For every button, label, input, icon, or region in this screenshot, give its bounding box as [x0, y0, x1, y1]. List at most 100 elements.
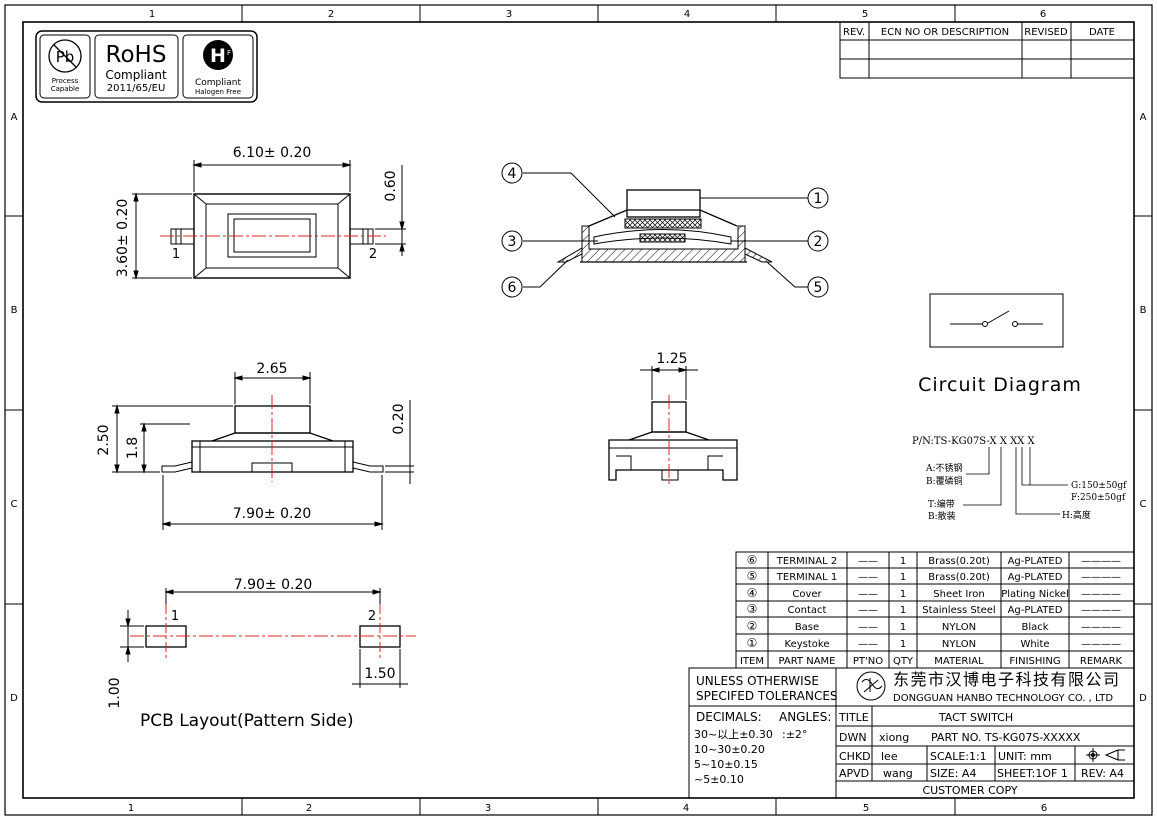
bom-cell-remark: ————	[1081, 572, 1121, 583]
col-label-1-bottom: 1	[128, 803, 134, 814]
bom-cell-name: Keystoke	[785, 639, 830, 650]
title-value: TACT SWITCH	[938, 711, 1013, 724]
bom-cell-ptno: ——	[858, 589, 878, 600]
bom-cell-item: ④	[747, 586, 758, 600]
bom-header-name: PART NAME	[778, 656, 835, 667]
col-label-2: 2	[328, 9, 334, 20]
bom-cell-name: TERMINAL 1	[776, 572, 837, 583]
bom-header-finishing: FINISHING	[1009, 656, 1060, 667]
chkd-label: CHKD	[839, 750, 871, 763]
col-label-3-bottom: 3	[485, 803, 491, 814]
col-label-4: 4	[684, 9, 690, 20]
col-label-5: 5	[862, 9, 868, 20]
side-view	[112, 372, 414, 530]
apvd-label: APVD	[839, 767, 869, 780]
decimal-tol-1: 30~以上±0.30	[694, 728, 773, 741]
unit: UNIT: mm	[998, 750, 1052, 763]
part-number: PART NO. TS-KG07S-XXXXX	[931, 731, 1081, 744]
rohs-sub: Compliant	[105, 68, 167, 82]
top-height-dim: 3.60± 0.20	[115, 199, 131, 278]
hf-letter: H	[210, 45, 226, 67]
top-pin-left: 1	[172, 247, 180, 262]
bom-header-ptno: PT'NO	[853, 656, 883, 667]
pcb-length-dim: 7.90± 0.20	[234, 577, 313, 593]
opt-b2: B:散装	[928, 510, 956, 522]
decimals-label: DECIMALS:	[696, 710, 762, 724]
row-label-c-right: C	[1140, 499, 1147, 510]
pcb-pad-width-dim: 1.50	[364, 666, 395, 682]
bom-cell-finishing: Black	[1021, 622, 1048, 633]
decimal-tol-4: ~5±0.10	[694, 773, 744, 786]
size: SIZE: A4	[930, 767, 976, 780]
ecn-header: ECN NO OR DESCRIPTION	[881, 27, 1009, 38]
bom-cell-material: NYLON	[942, 622, 976, 633]
date-header: DATE	[1089, 27, 1115, 38]
callout-4: 4	[508, 166, 517, 182]
pcb-pin-left: 1	[171, 609, 179, 624]
bom-cell-ptno: ——	[858, 622, 878, 633]
pcb-layout	[120, 588, 416, 688]
bom-header-qty: QTY	[893, 656, 914, 667]
bom-cell-remark: ————	[1081, 605, 1121, 616]
decimal-tol-2: 10~30±0.20	[694, 743, 765, 756]
bom-cell-ptno: ——	[858, 605, 878, 616]
revision-table: REV. ECN NO OR DESCRIPTION REVISED DATE	[839, 21, 1135, 79]
bom-table	[735, 551, 1135, 669]
row-label-a: A	[11, 112, 18, 123]
opt-a: A:不锈钢	[925, 462, 963, 474]
top-pin-right: 2	[369, 247, 377, 262]
projection-symbol-icon	[1086, 748, 1125, 762]
bom-cell-ptno: ——	[858, 639, 878, 650]
pcb-pad-height-dim: 1.00	[107, 677, 123, 708]
bom-cell-name: Base	[795, 622, 819, 633]
drawing-border	[4, 4, 1153, 816]
row-label-d: D	[10, 693, 18, 704]
decimal-tol-3: 5~10±0.15	[694, 758, 758, 771]
bom-cell-remark: ————	[1081, 589, 1121, 600]
hf-caption-2: Halogen Free	[195, 88, 241, 96]
revision: REV: A4	[1081, 767, 1124, 780]
col-label-3: 3	[506, 9, 512, 20]
row-label-c: C	[11, 499, 18, 510]
side-body-dim: 1.8	[125, 437, 141, 459]
circuit-diagram	[929, 293, 1064, 348]
tol-line-2: SPECIFED TOLERANCES	[696, 689, 838, 703]
col-label-4-bottom: 4	[683, 803, 689, 814]
bom-cell-finishing: Plating Nickel	[1001, 589, 1069, 600]
hf-caption-1: Compliant	[195, 78, 241, 88]
bom-cell-item: ③	[747, 602, 758, 616]
top-width-dim: 6.10± 0.20	[233, 145, 312, 161]
bom-cell-item: ⑥	[747, 553, 758, 567]
bom-cell-material: Brass(0.20t)	[928, 556, 990, 567]
apvd-value: wang	[883, 767, 913, 780]
compliance-badges: Pb Process Capable RoHS Compliant 2011/6…	[35, 30, 258, 103]
bom-cell-ptno: ——	[858, 572, 878, 583]
pcb-label: PCB Layout(Pattern Side)	[140, 711, 354, 731]
bom-cell-qty: 1	[900, 605, 906, 616]
end-view	[608, 366, 738, 486]
scale: SCALE:1:1	[930, 750, 987, 763]
pb-symbol: Pb	[56, 48, 75, 66]
lead-free-icon: Pb	[48, 39, 82, 73]
bom-cell-remark: ————	[1081, 622, 1121, 633]
bom-cell-remark: ————	[1081, 639, 1121, 650]
pcb-pin-right: 2	[368, 609, 376, 624]
title-block	[688, 667, 1135, 799]
row-label-b: B	[11, 305, 18, 316]
bom-cell-qty: 1	[900, 572, 906, 583]
exploded-section	[501, 162, 829, 298]
callout-5: 5	[814, 280, 823, 296]
pb-caption-1: Process	[52, 77, 79, 85]
customer-copy: CUSTOMER COPY	[922, 784, 1017, 797]
top-lead-dim: 0.60	[383, 170, 399, 201]
opt-h: H:高度	[1062, 509, 1091, 521]
row-label-b-right: B	[1140, 305, 1147, 316]
col-label-6: 6	[1040, 9, 1046, 20]
callout-6: 6	[508, 280, 517, 296]
bom-cell-name: TERMINAL 2	[776, 556, 837, 567]
opt-b: B:覆磷铜	[926, 475, 963, 487]
pn-code: P/N:TS-KG07S-X X XX X	[912, 436, 1036, 447]
row-label-a-right: A	[1140, 112, 1147, 123]
bom-cell-ptno: ——	[858, 556, 878, 567]
